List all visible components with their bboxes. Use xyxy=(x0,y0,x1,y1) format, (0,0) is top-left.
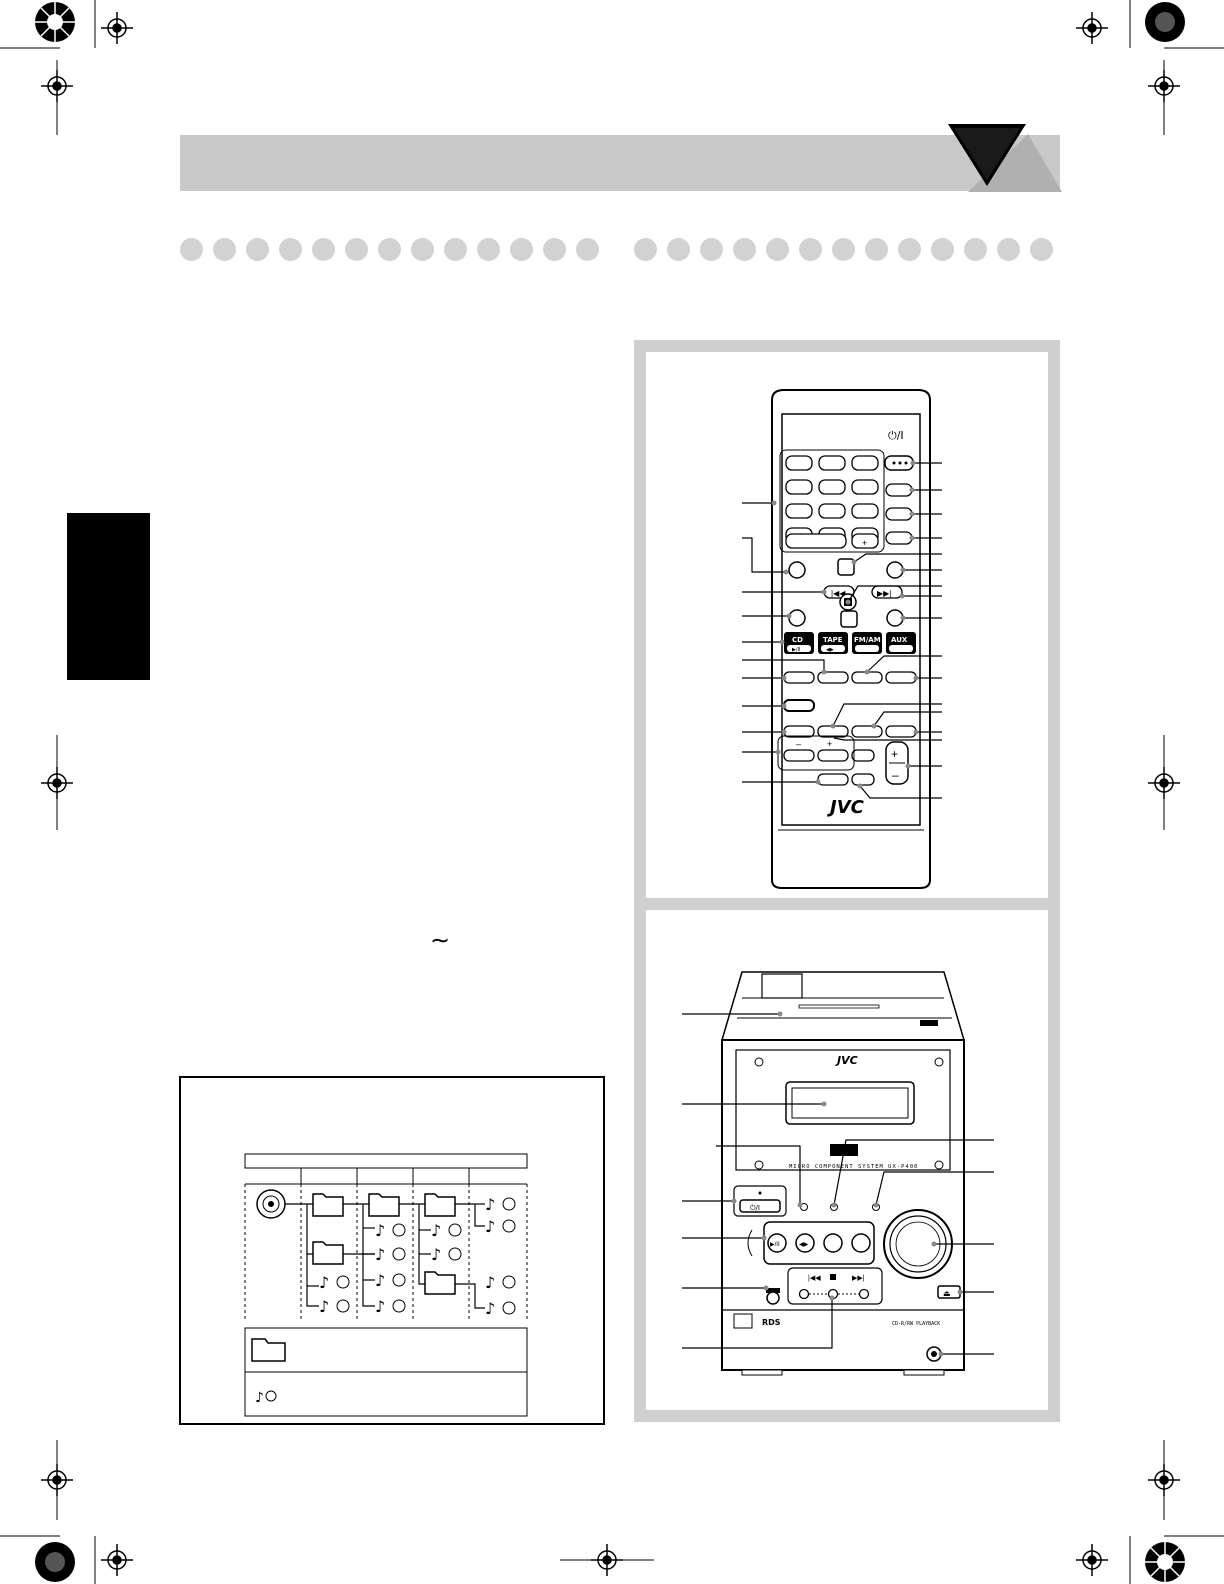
remote-round-button-left-2[interactable] xyxy=(788,609,806,627)
svg-text:♪: ♪ xyxy=(431,1245,441,1264)
right-column-buttons[interactable] xyxy=(885,483,913,545)
legend-folder-icon xyxy=(251,1338,286,1362)
svg-text:+: + xyxy=(891,747,898,761)
legend-track-icon: ♪ xyxy=(255,1390,264,1406)
sunburst-top-left xyxy=(35,2,75,42)
remote-brand-logo: JVC xyxy=(827,797,865,818)
power-symbol-label: ⏻/I xyxy=(888,429,904,442)
disc-icon xyxy=(256,1189,286,1219)
unit-power-symbol: ⏻/I xyxy=(750,1204,760,1212)
registration-targets xyxy=(41,12,1180,1576)
unit-rds-text: RDS xyxy=(762,1318,781,1327)
svg-text:♪: ♪ xyxy=(375,1297,385,1316)
remote-control-drawing: ⏻/I + |◀◀ ▶▶| CD TAPE FM/AM xyxy=(742,389,942,889)
svg-text:♪: ♪ xyxy=(431,1221,441,1240)
cd-play-pause-icon: ▶/II xyxy=(792,647,800,653)
main-unit-drawing: JVC MICRO COMPONENT SYSTEM UX-P400 ⏻/I ▶… xyxy=(682,971,994,1376)
sunburst-top-right xyxy=(1145,2,1185,42)
source-cd-label: CD xyxy=(792,636,803,644)
numeric-keypad[interactable] xyxy=(785,455,879,549)
svg-text:♪: ♪ xyxy=(485,1299,495,1318)
unit-source-buttons[interactable] xyxy=(767,1233,871,1253)
svg-text:♪: ♪ xyxy=(485,1195,495,1214)
tape-play-icon: ◀▶ xyxy=(826,647,834,653)
svg-text:◀▶: ◀▶ xyxy=(799,1242,809,1248)
unit-playback-text: CD-R/RW PLAYBACK xyxy=(892,1321,940,1327)
track-icons: ♪ ♪ ♪ ♪ ♪ ♪ ♪ ♪ ♪ ♪ ♪ ♪ xyxy=(319,1195,516,1318)
svg-text:♪: ♪ xyxy=(319,1273,329,1292)
remote-round-button-left[interactable] xyxy=(788,561,806,579)
svg-text:▶▶|: ▶▶| xyxy=(877,589,891,598)
header-band xyxy=(180,135,1060,191)
dot-row-right xyxy=(634,238,1053,261)
svg-text:▶▶|: ▶▶| xyxy=(852,1275,865,1282)
unit-phones-jack[interactable] xyxy=(766,1291,780,1305)
source-aux-label: AUX xyxy=(891,636,908,644)
unit-power-button[interactable] xyxy=(739,1199,781,1213)
tuning-minus-label: – xyxy=(796,739,801,749)
svg-text:▶/II: ▶/II xyxy=(770,1242,780,1248)
svg-text:⏏: ⏏ xyxy=(943,1289,951,1298)
remote-square-button[interactable] xyxy=(837,558,855,576)
svg-text:–: – xyxy=(892,768,899,782)
svg-text:♪: ♪ xyxy=(485,1273,495,1292)
tuning-plus-label: + xyxy=(827,739,832,749)
remote-callouts-right xyxy=(832,462,942,799)
svg-text:♪: ♪ xyxy=(375,1271,385,1290)
svg-text:|◀◀: |◀◀ xyxy=(808,1275,821,1282)
remote-callouts-left xyxy=(742,502,825,783)
unit-callouts-right xyxy=(833,1139,994,1355)
dot-row-left xyxy=(180,238,599,261)
source-tape-label: TAPE xyxy=(823,636,843,644)
sunburst-bottom-left xyxy=(35,1542,75,1582)
unit-callouts-left xyxy=(682,1013,833,1349)
source-fmam-label: FM/AM xyxy=(854,636,881,644)
ac-tilde-symbol: ∼ xyxy=(430,926,451,954)
sunburst-bottom-right xyxy=(1145,1542,1185,1582)
svg-text:|◀◀: |◀◀ xyxy=(831,589,846,598)
language-side-tab xyxy=(67,513,150,680)
svg-text:♪: ♪ xyxy=(375,1221,385,1240)
folder-structure-diagram: ♪ ♪ ♪ ♪ ♪ ♪ ♪ ♪ ♪ ♪ ♪ ♪ ♪ xyxy=(244,1153,528,1417)
unit-model-text: MICRO COMPONENT SYSTEM UX-P400 xyxy=(789,1164,918,1170)
keypad-plus-label: + xyxy=(862,538,867,548)
header-wedge-icon xyxy=(948,124,1062,192)
svg-text:♪: ♪ xyxy=(375,1245,385,1264)
folder-icons xyxy=(312,1193,456,1295)
svg-text:♪: ♪ xyxy=(319,1297,329,1316)
unit-brand-logo: JVC xyxy=(835,1054,858,1067)
source-buttons[interactable] xyxy=(784,632,916,654)
svg-text:♪: ♪ xyxy=(485,1217,495,1236)
remote-square-button-2[interactable] xyxy=(840,610,858,628)
